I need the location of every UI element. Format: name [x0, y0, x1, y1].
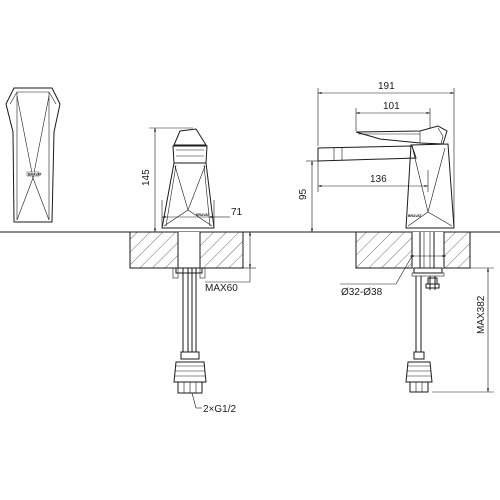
dim-base-width: 71 — [231, 207, 243, 218]
dim-side-height: 145 — [141, 169, 152, 186]
dim-connection: 2×G1/2 — [203, 404, 237, 415]
brand-logo-top: BRAVAT — [28, 172, 43, 176]
spout — [317, 145, 417, 162]
dim-max-deck: MAX60 — [205, 283, 238, 294]
handle-top — [173, 128, 207, 146]
brand-logo-side: BRAVAT — [196, 213, 211, 217]
front-view-dimensions: 191 101 136 95 Ø32-Ø38 MAX382 — [298, 81, 494, 393]
side-view: BRAVAT — [129, 128, 244, 394]
front-view: BRAVAT — [317, 125, 471, 393]
dim-spout-to-body: 101 — [383, 101, 400, 112]
dim-spout-reach: 136 — [370, 174, 387, 185]
dim-hole-diameter: Ø32-Ø38 — [341, 287, 383, 298]
handle-cap — [172, 145, 208, 164]
brand-logo-front: BRAVAT — [408, 214, 423, 218]
faucet-body — [161, 162, 215, 229]
dim-front-height: 95 — [298, 188, 309, 200]
side-view-dimensions: 145 71 MAX60 2×G1/2 — [141, 127, 256, 415]
top-view: BRAVAT — [5, 87, 61, 223]
dim-max-hose: MAX382 — [476, 295, 487, 334]
dim-overall-width: 191 — [378, 81, 395, 92]
lever-handle — [355, 125, 448, 145]
